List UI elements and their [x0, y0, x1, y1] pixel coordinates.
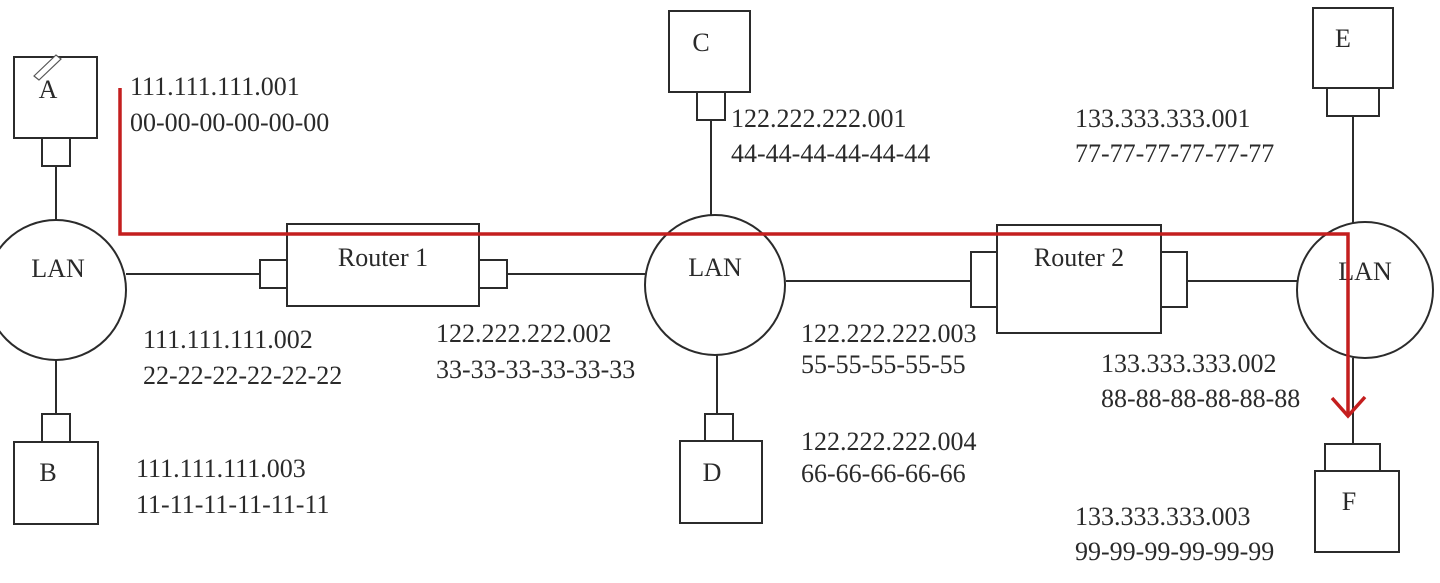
- lan-left: LAN: [0, 219, 127, 361]
- lan-left-circle: [0, 219, 127, 361]
- host-a-ip: 111.111.111.001: [130, 72, 300, 101]
- host-b-mac: 11-11-11-11-11-11: [136, 490, 330, 519]
- host-e: E: [1312, 7, 1394, 117]
- host-c-port: [696, 91, 726, 121]
- host-b-label: B: [39, 458, 56, 487]
- router-2-right-port: [1160, 251, 1188, 308]
- router-1-right-mac: 33-33-33-33-33-33: [436, 355, 635, 384]
- router-2: Router 2: [970, 224, 1188, 334]
- router-1-right-ip: 122.222.222.002: [436, 319, 612, 348]
- router-2-left-mac: 55-55-55-55-55: [801, 350, 966, 379]
- lan-middle-label: LAN: [688, 253, 742, 282]
- host-d-label: D: [703, 458, 722, 487]
- router-1-left-port: [259, 259, 288, 289]
- lan-left-label: LAN: [31, 254, 85, 283]
- host-b-port: [41, 413, 71, 443]
- host-d-mac: 66-66-66-66-66: [801, 459, 966, 488]
- route-path: [118, 88, 1367, 419]
- router-1-left-mac: 22-22-22-22-22-22: [143, 361, 342, 390]
- host-e-ip: 133.333.333.001: [1075, 104, 1251, 133]
- host-c: C: [668, 10, 751, 121]
- router-1: Router 1: [259, 223, 508, 307]
- host-f-port: [1324, 443, 1381, 472]
- host-a-mac: 00-00-00-00-00-00: [130, 108, 329, 137]
- host-f-mac: 99-99-99-99-99-99: [1075, 537, 1274, 566]
- host-a: A: [13, 54, 98, 167]
- router-1-left-ip: 111.111.111.002: [143, 325, 313, 354]
- host-d-port: [704, 413, 734, 442]
- route-line: [118, 88, 1350, 414]
- lan-middle: LAN: [644, 214, 786, 356]
- host-c-label: C: [692, 28, 709, 57]
- host-b: B: [13, 413, 99, 525]
- router-2-label: Router 2: [1034, 243, 1124, 272]
- host-a-port: [41, 137, 71, 167]
- host-a-label: A: [39, 75, 58, 104]
- router-1-right-port: [478, 259, 508, 289]
- host-b-box: [13, 441, 99, 525]
- host-e-mac: 77-77-77-77-77-77: [1075, 139, 1274, 168]
- router-2-box: [996, 224, 1162, 334]
- host-c-ip: 122.222.222.001: [731, 104, 907, 133]
- host-c-mac: 44-44-44-44-44-44: [731, 139, 930, 168]
- host-e-port: [1326, 87, 1380, 117]
- router-2-left-port: [970, 251, 998, 308]
- host-f-label: F: [1342, 487, 1356, 516]
- route-arrowhead: [1330, 395, 1367, 419]
- host-f: F: [1314, 443, 1400, 553]
- router-2-right-ip: 133.333.333.002: [1101, 349, 1277, 378]
- router-1-label: Router 1: [338, 243, 428, 272]
- host-b-ip: 111.111.111.003: [136, 454, 306, 483]
- host-f-ip: 133.333.333.003: [1075, 502, 1251, 531]
- host-d-ip: 122.222.222.004: [801, 427, 977, 456]
- host-f-box: [1314, 470, 1400, 553]
- links: [55, 116, 1354, 444]
- lan-middle-circle: [644, 214, 786, 356]
- pencil-icon: [33, 54, 62, 81]
- router-2-left-ip: 122.222.222.003: [801, 319, 977, 348]
- router-2-right-mac: 88-88-88-88-88-88: [1101, 384, 1300, 413]
- host-d-box: [679, 440, 763, 524]
- host-e-box: [1312, 7, 1394, 89]
- lan-right-circle: [1296, 221, 1434, 359]
- host-d: D: [679, 413, 763, 524]
- lan-right: LAN: [1296, 221, 1434, 359]
- host-e-label: E: [1335, 24, 1351, 53]
